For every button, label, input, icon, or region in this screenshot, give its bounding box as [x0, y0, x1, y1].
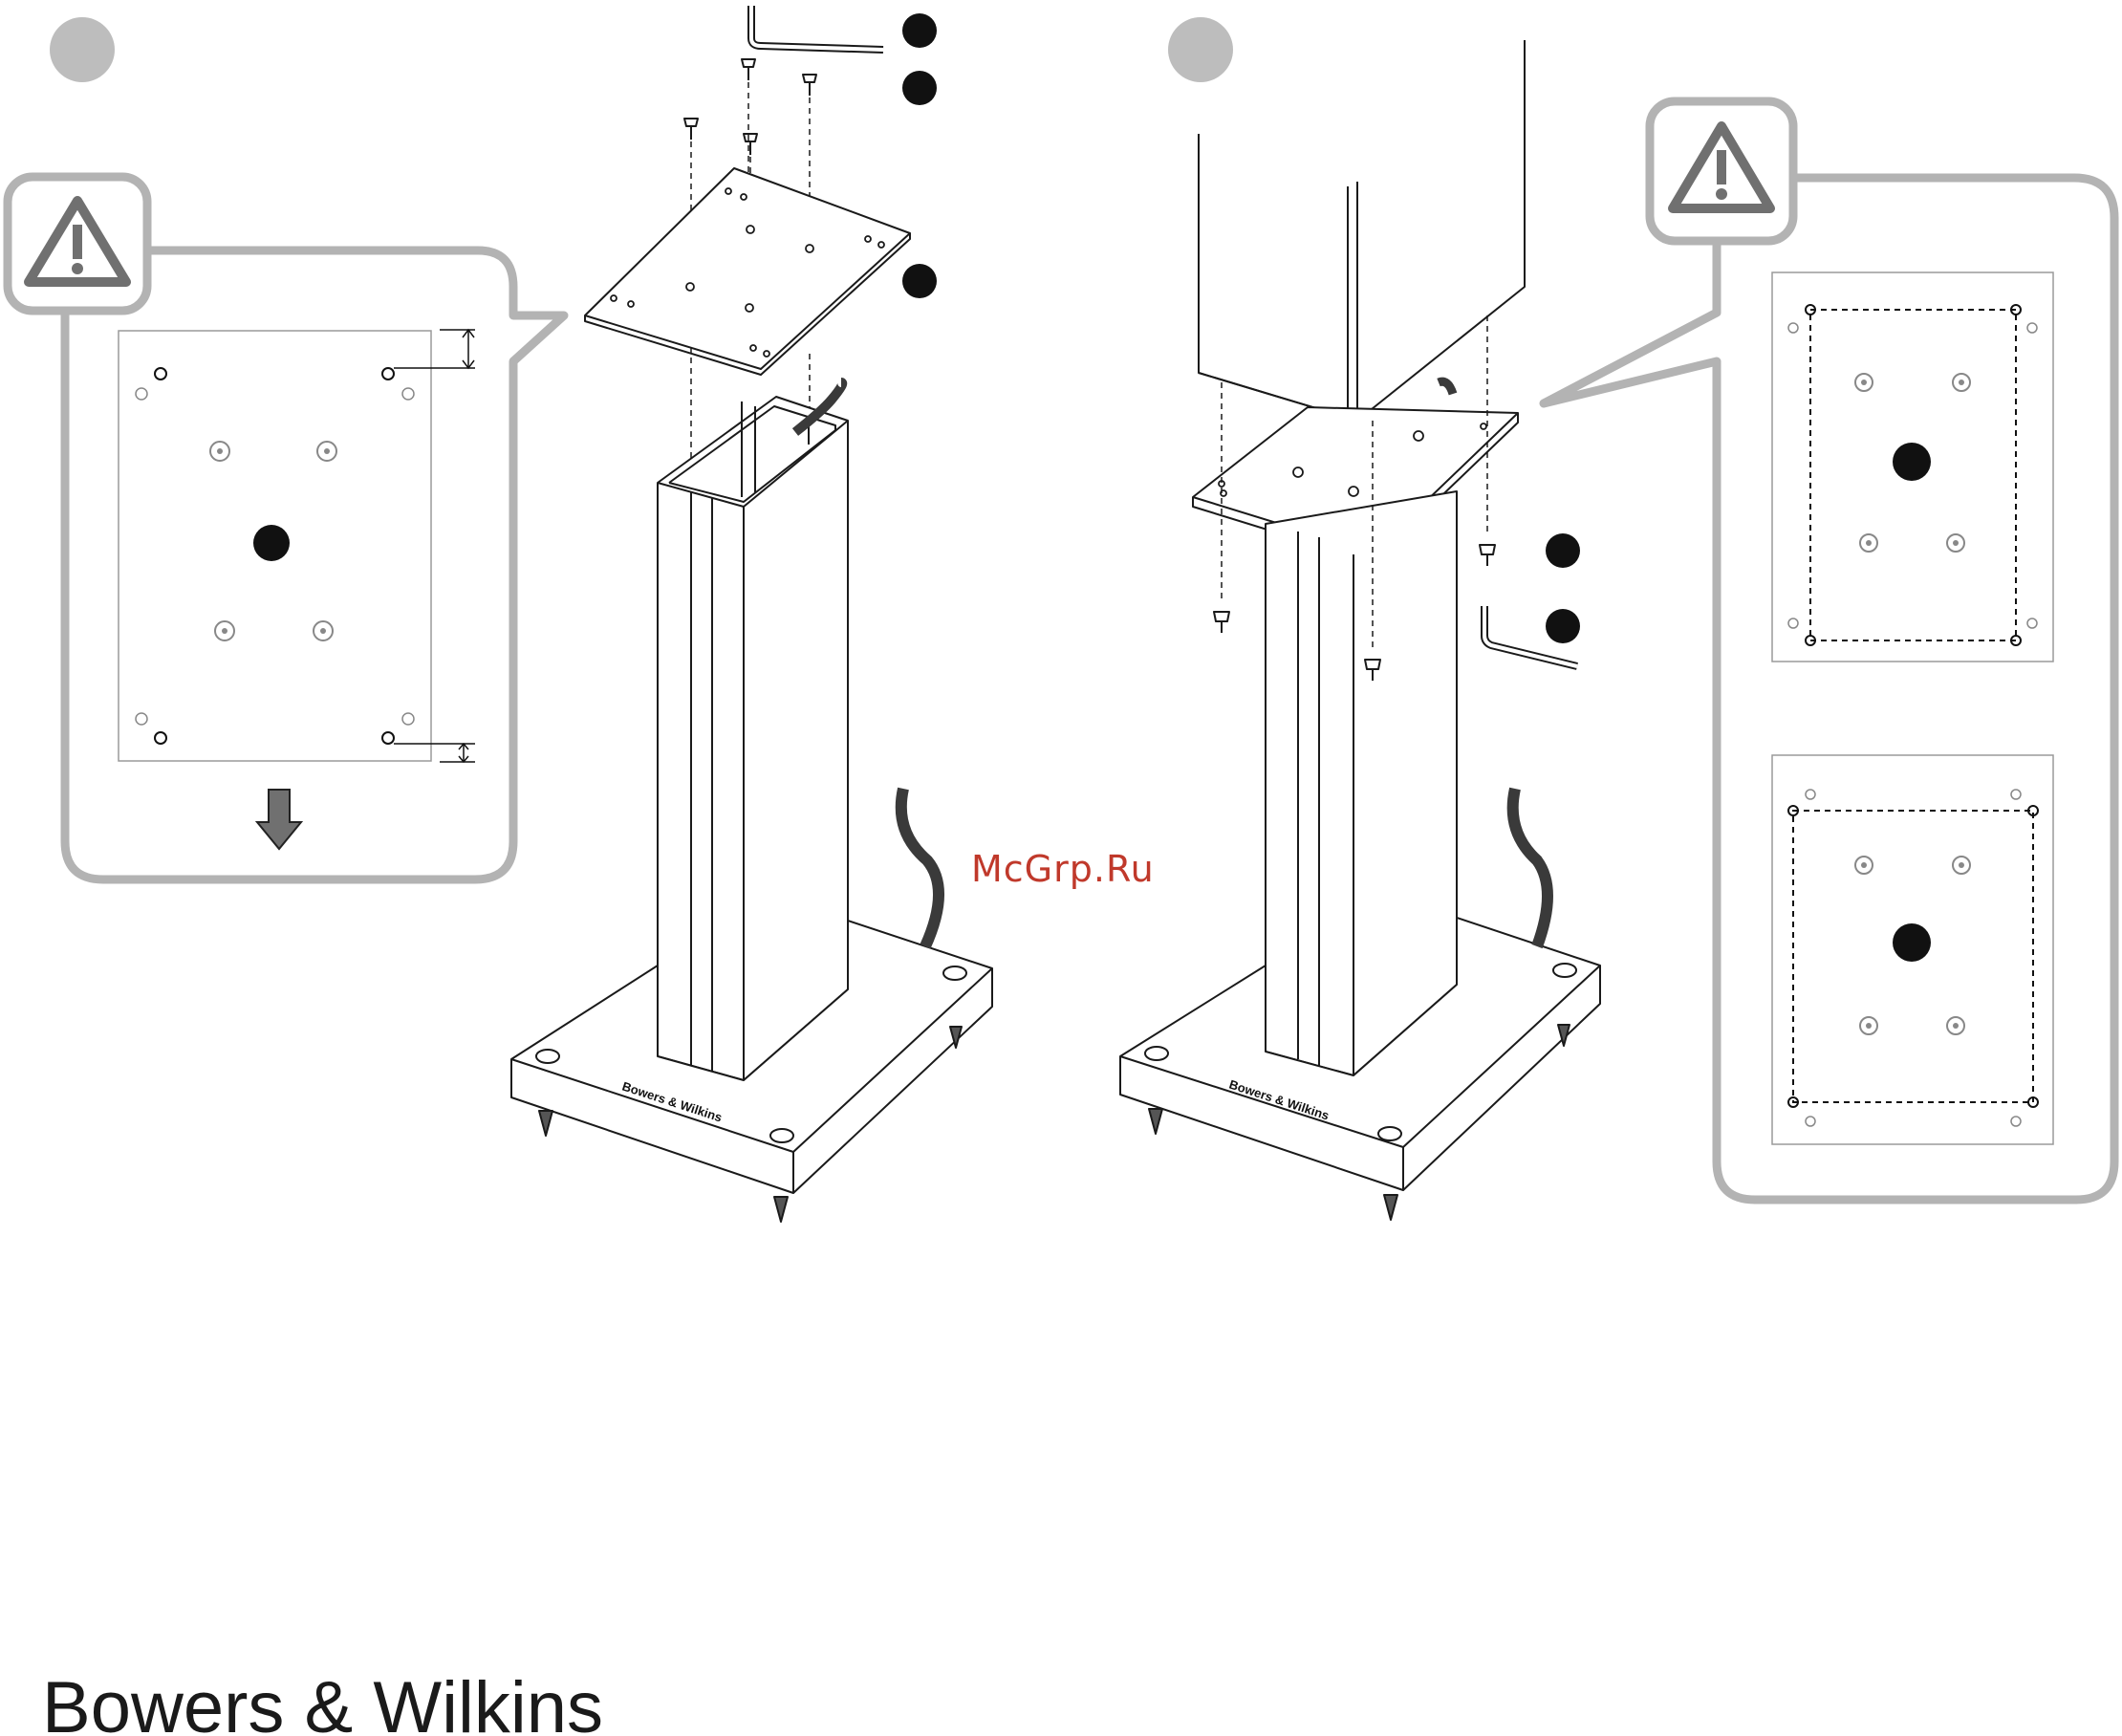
brand-footer: Bowers & Wilkins: [42, 1667, 603, 1736]
callout-marker: [1546, 533, 1580, 568]
left-warning-callout: [8, 177, 564, 879]
watermark-text: McGrp.Ru: [971, 848, 1155, 890]
callout-marker: [902, 71, 937, 105]
speaker-body: [1199, 40, 1525, 421]
step-2-stand-assembly: Bowers & Wilkins: [1120, 40, 1600, 1220]
top-plate: [585, 168, 910, 369]
down-arrow-icon: [257, 790, 301, 849]
step-2-marker: [1168, 17, 1233, 82]
stand-column: [1266, 491, 1457, 1075]
callout-marker: [902, 13, 937, 48]
right-warning-callout: [1544, 101, 2114, 1200]
step-1-marker: [50, 17, 115, 82]
screw-icon: [684, 59, 816, 155]
step-1-stand-assembly: Bowers & Wilkins: [511, 6, 992, 1222]
hex-key-icon: [751, 6, 883, 50]
callout-marker: [902, 264, 937, 298]
callout-marker: [1546, 609, 1580, 643]
